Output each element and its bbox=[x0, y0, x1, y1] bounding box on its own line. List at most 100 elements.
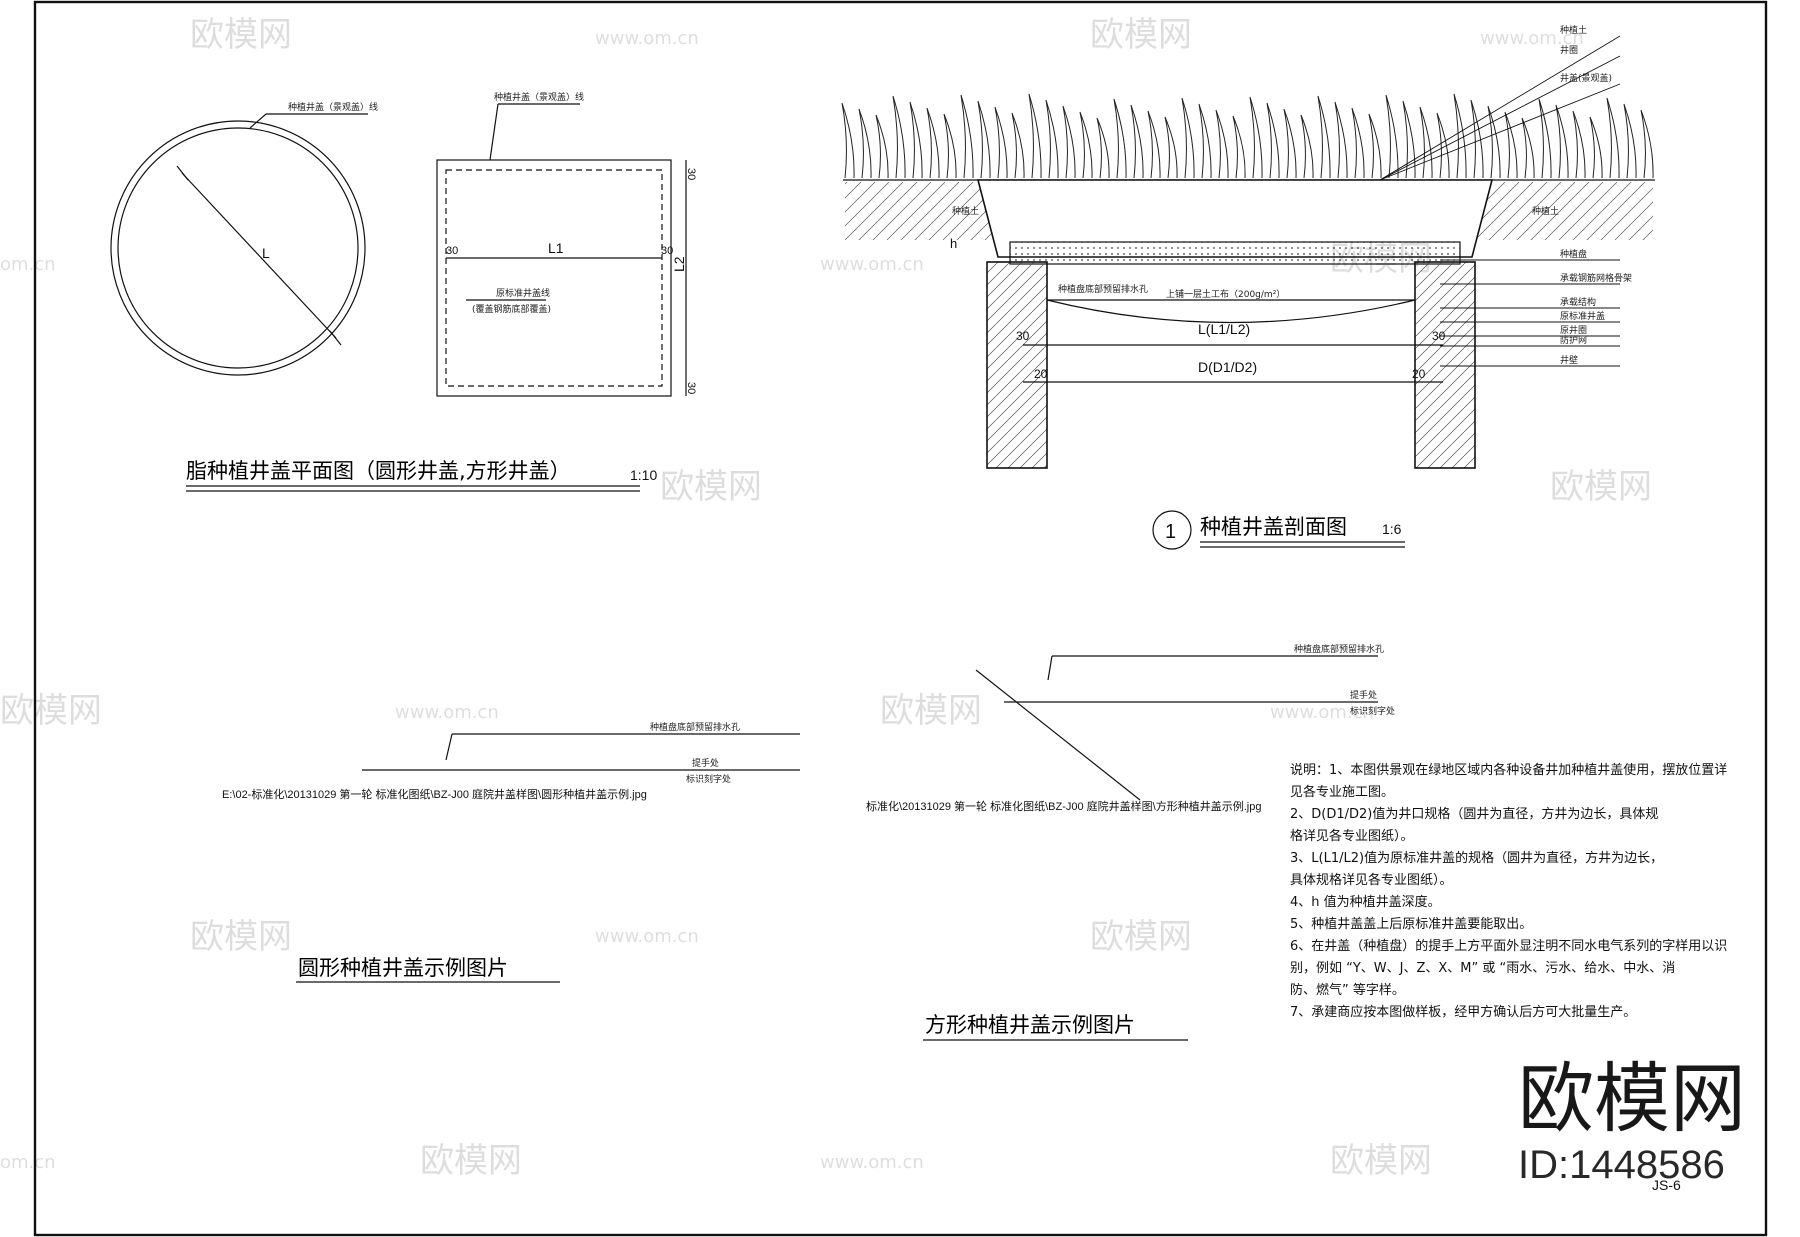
grass-blade bbox=[1470, 99, 1484, 179]
grass-blade bbox=[1640, 109, 1654, 179]
dim-30-left: 30 bbox=[446, 245, 458, 257]
square-label: 种植井盖（景观盖）线 bbox=[494, 91, 584, 103]
section-label: 种植盘 bbox=[1560, 248, 1587, 260]
wm-brand: 欧模网 bbox=[190, 917, 292, 957]
wm-brand: 欧模网 bbox=[880, 691, 982, 731]
grass-blade bbox=[1385, 94, 1399, 179]
grass-blade bbox=[1419, 106, 1433, 179]
plan-scale: 1:10 bbox=[630, 467, 657, 483]
grass-blade bbox=[875, 114, 889, 179]
square-path: 标准化\20131029 第一轮 标准化图纸\BZ-J00 庭院井盖样图\方形种… bbox=[866, 799, 1261, 813]
section-label: 承载结构 bbox=[1560, 296, 1596, 308]
round-cover-plan: 种植井盖（景观盖）线 L bbox=[110, 101, 378, 376]
grass-blade bbox=[1283, 108, 1297, 179]
round-tag-3: 标识刻字处 bbox=[686, 773, 731, 785]
circle-label: 种植井盖（景观盖）线 bbox=[288, 101, 378, 113]
wm-site-short: om.cn bbox=[0, 254, 56, 275]
grass-blade bbox=[1198, 103, 1212, 179]
grass-blade bbox=[1028, 93, 1042, 179]
dim-l2: L2 bbox=[671, 256, 687, 272]
wm-brand: 欧模网 bbox=[1330, 239, 1432, 279]
soil-left: 种植土 bbox=[952, 205, 979, 217]
note-line: 别，例如 “Y、W、J、Z、X、M” 或 “雨水、污水、给水、中水、消 bbox=[1290, 960, 1675, 976]
square-example: 种植盘底部预留排水孔 提手处 标识刻字处 标准化\20131029 第一轮 标准… bbox=[866, 643, 1395, 1041]
dim-h: h bbox=[950, 236, 957, 251]
sheet-number: JS-6 bbox=[1652, 1177, 1681, 1193]
section-label: 井壁 bbox=[1560, 354, 1578, 366]
grass-blade bbox=[960, 94, 974, 179]
section-title: 种植井盖剖面图 bbox=[1200, 515, 1347, 539]
grass-blade bbox=[909, 101, 923, 179]
note-line: 具体规格详见各专业图纸）。 bbox=[1290, 872, 1453, 888]
dim-l1: L1 bbox=[548, 240, 564, 256]
wm-brand: 欧模网 bbox=[190, 15, 292, 55]
section-label: 种植土 bbox=[1560, 24, 1587, 36]
leader-line bbox=[1379, 83, 1621, 181]
grass-blade bbox=[1232, 115, 1246, 179]
grass-blade bbox=[1487, 105, 1501, 179]
grass-blade bbox=[1096, 117, 1110, 179]
leader-line bbox=[1379, 35, 1621, 181]
dim-L-section: L(L1/L2) bbox=[1198, 321, 1250, 337]
grass-blade bbox=[1317, 95, 1331, 179]
section-label: 井盖(景观盖) bbox=[1560, 72, 1612, 84]
grass-blade bbox=[994, 106, 1008, 179]
wm-site: www.om.cn bbox=[1270, 702, 1374, 723]
dim-20r: 20 bbox=[1412, 367, 1426, 381]
section-label: 防护网 bbox=[1560, 334, 1587, 346]
wm-brand: 欧模网 bbox=[1330, 1141, 1432, 1181]
inner-label-2: (覆盖钢筋底部覆盖) bbox=[472, 303, 551, 315]
square-tag-3: 标识刻字处 bbox=[1350, 705, 1395, 717]
round-path: E:\02-标准化\20131029 第一轮 标准化图纸\BZ-J00 庭院井盖… bbox=[222, 787, 647, 801]
dim-20l: 20 bbox=[1034, 367, 1048, 381]
grass-blade bbox=[1113, 98, 1127, 179]
note-line: 见各专业施工图。 bbox=[1290, 784, 1394, 800]
grass-blade bbox=[892, 95, 906, 179]
section-number: 1 bbox=[1165, 521, 1176, 543]
note-line: 说明：1、本图供景观在绿地区域内各种设备井加种植井盖使用，摆放位置详 bbox=[1290, 762, 1727, 778]
wm-brand: 欧模网 bbox=[660, 467, 762, 507]
note-line: 5、种植井盖盖上后原标准井盖要能取出。 bbox=[1290, 917, 1532, 932]
dim-D-section: D(D1/D2) bbox=[1198, 359, 1257, 375]
grass-blade bbox=[926, 107, 940, 179]
grass-blade bbox=[1538, 98, 1552, 179]
section-label: 原井圈 bbox=[1560, 324, 1587, 336]
round-tag-2: 提手处 bbox=[692, 757, 719, 769]
wm-brand: 欧模网 bbox=[0, 691, 102, 731]
drain-label: 种植盘底部预留排水孔 bbox=[1058, 283, 1148, 295]
note-line: 防、燃气” 等字样。 bbox=[1290, 982, 1405, 998]
grass-blade bbox=[1062, 105, 1076, 179]
wm-site: www.om.cn bbox=[595, 28, 699, 49]
round-example: 种植盘底部预留排水孔 提手处 标识刻字处 E:\02-标准化\20131029 … bbox=[222, 721, 800, 983]
wm-site: www.om.cn bbox=[395, 702, 499, 723]
wm-site: www.om.cn bbox=[820, 1152, 924, 1173]
grass-blade bbox=[1011, 112, 1025, 179]
grass-blade bbox=[1164, 116, 1178, 179]
grass-blade bbox=[1249, 96, 1263, 179]
grass-blade bbox=[1147, 110, 1161, 179]
wm-big-brand: 欧模网 bbox=[1518, 1054, 1746, 1143]
grass-blade bbox=[1521, 117, 1535, 179]
geotextile-label: 上铺一层土工布（200g/m²） bbox=[1166, 288, 1285, 300]
note-line: 4、h 值为种植井盖深度。 bbox=[1290, 894, 1441, 910]
section-label: 井圈 bbox=[1560, 44, 1578, 56]
note-line: 7、承建商应按本图做样板，经甲方确认后方可大批量生产。 bbox=[1290, 1004, 1636, 1020]
grass-blade bbox=[1045, 99, 1059, 179]
dim-30r: 30 bbox=[1432, 329, 1446, 343]
wm-brand: 欧模网 bbox=[1550, 467, 1652, 507]
grass-blade bbox=[1555, 104, 1569, 179]
section-scale: 1:6 bbox=[1382, 521, 1402, 537]
square-cover-plan: 种植井盖（景观盖）线 L1 30 30 30 30 L2 原标准井盖线 (覆盖钢… bbox=[436, 91, 697, 397]
grass-blade bbox=[1436, 112, 1450, 179]
square-tag-2: 提手处 bbox=[1350, 689, 1377, 701]
grass-layer bbox=[841, 93, 1654, 179]
plan-title: 脂种植井盖平面图（圆形井盖,方形井盖） bbox=[186, 459, 571, 483]
grass-blade bbox=[1351, 107, 1365, 179]
grass-blade bbox=[1589, 116, 1603, 179]
dim-30-right: 30 bbox=[661, 245, 673, 257]
square-title: 方形种植井盖示例图片 bbox=[925, 1013, 1135, 1037]
inner-label: 原标准井盖线 bbox=[496, 287, 550, 299]
notes-block: 说明：1、本图供景观在绿地区域内各种设备井加种植井盖使用，摆放位置详 见各专业施… bbox=[1290, 762, 1727, 1020]
